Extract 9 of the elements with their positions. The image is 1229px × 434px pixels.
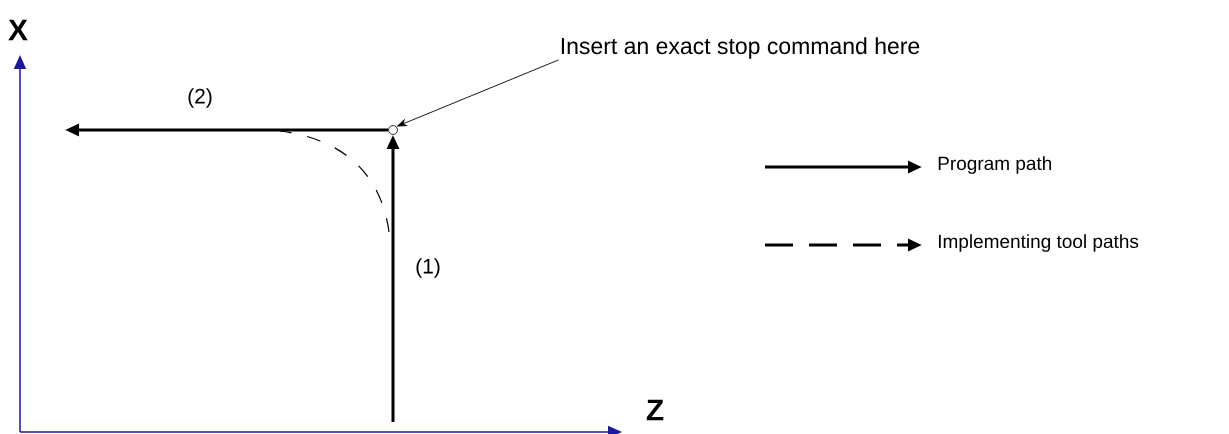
edge-label: (2) <box>186 87 214 109</box>
stop-point <box>388 125 398 135</box>
legend-label: Program path <box>938 156 1052 174</box>
axis-label: Z <box>646 399 664 421</box>
callout-text: Insert an exact stop command here <box>561 37 920 59</box>
legend-label: Implementing tool paths <box>938 234 1139 252</box>
axis-label: X <box>8 19 28 41</box>
edge-label: (1) <box>414 257 442 279</box>
leader-arrow <box>397 59 559 127</box>
